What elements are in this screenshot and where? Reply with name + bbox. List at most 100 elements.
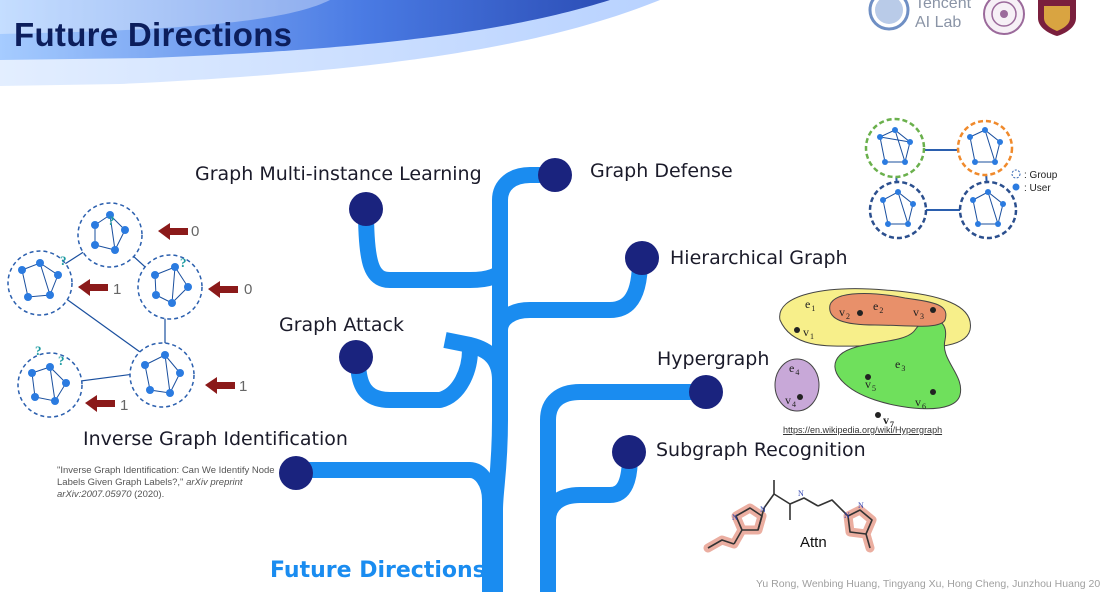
- svg-text:N: N: [798, 489, 804, 498]
- vertex-subscript: 5: [872, 384, 876, 393]
- arrow-icon: [205, 377, 235, 394]
- edge-label: e: [789, 361, 794, 375]
- vertex-label: v: [803, 325, 809, 339]
- edge-label: e: [805, 297, 810, 311]
- vertex-label: v: [865, 377, 871, 391]
- arrow-icon: [85, 395, 115, 412]
- legend-group-label: : Group: [1024, 170, 1058, 181]
- node-hypergraph: [689, 375, 723, 409]
- branch-hierarchical: [492, 259, 648, 331]
- hyperedge-e4: [774, 358, 820, 412]
- graph-label-bottom-right: 1: [239, 378, 248, 395]
- hyperedge-e3: [834, 319, 962, 410]
- svg-text:v6: v6: [915, 395, 926, 411]
- vertex-subscript: 1: [810, 332, 814, 341]
- group-circle: [958, 180, 1018, 240]
- vertex-label: v: [915, 395, 921, 409]
- graph-label-top: 0: [191, 223, 200, 240]
- label-multi-instance: Graph Multi-instance Learning: [195, 163, 482, 185]
- label-attack: Graph Attack: [279, 314, 404, 336]
- label-subgraph: Subgraph Recognition: [656, 439, 866, 461]
- tree-upper-trunk: [443, 332, 508, 592]
- label-inverse: Inverse Graph Identification: [83, 428, 348, 450]
- node-attack: [339, 340, 373, 374]
- vertex-subscript: 6: [922, 402, 926, 411]
- vertex-subscript: 3: [920, 312, 924, 321]
- group-circle: [868, 180, 928, 240]
- tencent-logo-text: Tencent AI Lab: [915, 0, 971, 32]
- arrow-icon: [158, 223, 188, 240]
- tencent-logo-icon: [868, 0, 910, 31]
- svg-text:v1: v1: [803, 325, 814, 341]
- node-defense: [538, 158, 572, 192]
- edge-label: e: [873, 299, 878, 313]
- vertex-label: v: [785, 393, 791, 407]
- edge-label: e: [895, 357, 900, 371]
- inverse-graph-figure: ? ? ? ? ?: [7, 202, 238, 418]
- logo-text-line2: AI Lab: [915, 14, 962, 31]
- vertex-subscript: 2: [846, 312, 850, 321]
- svg-text:e2: e2: [873, 299, 883, 315]
- branch-attack: [350, 349, 478, 408]
- svg-text:v5: v5: [865, 377, 876, 393]
- center-label: Future Directions: [270, 558, 486, 583]
- svg-text:v2: v2: [839, 305, 850, 321]
- graph-label-bottom-left: 1: [120, 397, 129, 414]
- group-circle: [864, 117, 926, 179]
- branch-subgraph: [540, 454, 638, 521]
- hypergraph-figure: e1 e2 e3 e4 v1 v2 v3 v4 v5 v6 v7: [774, 288, 971, 429]
- svg-text:v4: v4: [785, 393, 796, 409]
- logo-text-line1: Tencent: [915, 0, 972, 12]
- arrow-icon: [78, 279, 108, 296]
- node-multi-instance: [349, 192, 383, 226]
- graph-label-left: 1: [113, 281, 122, 298]
- question-mark: ?: [35, 343, 42, 358]
- label-defense: Graph Defense: [590, 160, 733, 182]
- svg-text:e3: e3: [895, 357, 905, 373]
- node-inverse: [279, 456, 313, 490]
- graph-circle-top: [77, 202, 143, 268]
- question-mark: ?: [60, 253, 67, 268]
- vertex-subscript: 7: [890, 420, 894, 429]
- branch-hypergraph: [540, 384, 705, 592]
- legend-group-icon: [1011, 169, 1021, 179]
- edge-subscript: 3: [901, 364, 905, 373]
- graph-label-right: 0: [244, 281, 253, 298]
- vertex-label: v: [913, 305, 919, 319]
- question-mark: ?: [180, 255, 187, 270]
- edge-subscript: 1: [811, 304, 815, 313]
- vertex-subscript: 4: [792, 400, 796, 409]
- university-crest-icon: [1038, 0, 1076, 36]
- header-banner: [0, 0, 660, 86]
- question-mark: ?: [108, 213, 115, 228]
- hierarchical-graph-figure: [864, 117, 1021, 240]
- attn-label: Attn: [800, 534, 827, 551]
- vertex-label: v: [839, 305, 845, 319]
- graph-circle-bottom-left: [17, 352, 83, 418]
- page-title: Future Directions: [14, 16, 293, 53]
- citation-text: "Inverse Graph Identification: Can We Id…: [57, 465, 275, 488]
- graph-circle-bottom-right: [129, 342, 195, 408]
- arrow-icon: [208, 281, 238, 298]
- label-hypergraph: Hypergraph: [657, 348, 770, 370]
- svg-text:e1: e1: [805, 297, 815, 313]
- svg-text:v3: v3: [913, 305, 924, 321]
- svg-text:N: N: [732, 513, 738, 522]
- footer-authors: Yu Rong, Wenbing Huang, Tingyang Xu, Hon…: [756, 578, 1100, 590]
- legend-user-label: : User: [1024, 183, 1051, 194]
- molecule-figure: NN NNN: [703, 480, 877, 553]
- svg-text:N: N: [760, 505, 766, 514]
- citation-year: (2020).: [134, 489, 165, 500]
- svg-text:e4: e4: [789, 361, 799, 377]
- edge-subscript: 2: [879, 306, 883, 315]
- citation: "Inverse Graph Identification: Can We Id…: [57, 465, 277, 501]
- node-subgraph: [612, 435, 646, 469]
- legend-user-icon: [1012, 183, 1020, 191]
- branch-multi-left: [358, 209, 508, 288]
- label-hierarchical: Hierarchical Graph: [670, 247, 848, 269]
- hypergraph-link[interactable]: https://en.wikipedia.org/wiki/Hypergraph: [783, 425, 943, 435]
- edge-subscript: 4: [795, 368, 799, 377]
- question-mark: ?: [58, 353, 65, 368]
- svg-text:v7: v7: [883, 413, 894, 429]
